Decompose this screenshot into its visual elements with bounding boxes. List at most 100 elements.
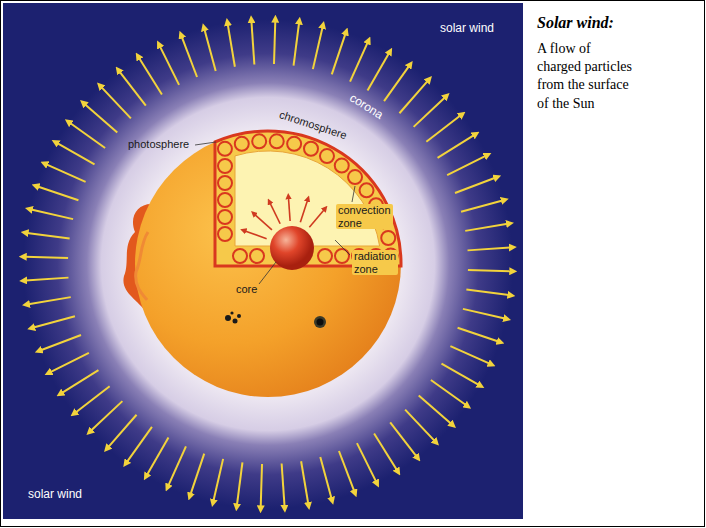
wind-arrow [25, 257, 68, 258]
convection-cell [218, 176, 232, 190]
radiation-arrow [309, 210, 324, 228]
region-label: solar wind [440, 22, 494, 36]
convection-cell [218, 159, 232, 173]
definition-heading: Solar wind: [537, 14, 614, 32]
radiation-arrow [245, 231, 267, 239]
wind-arrow [108, 415, 136, 447]
wind-arrow [26, 278, 69, 281]
wind-arrow [438, 135, 474, 158]
radiation-arrow [289, 198, 291, 221]
wind-arrow [182, 37, 197, 77]
convection-cell [335, 249, 349, 263]
wind-arrow [313, 27, 323, 69]
wind-arrow [390, 422, 416, 456]
wind-arrow [332, 34, 346, 75]
wind-arrow [455, 178, 495, 193]
wind-arrow [384, 66, 409, 101]
wind-arrow [70, 123, 105, 148]
wind-arrow [204, 29, 215, 71]
wind-arrow [350, 42, 368, 81]
wind-arrow [468, 247, 511, 250]
convection-cell [360, 183, 374, 197]
solar-wind-arrows [25, 21, 511, 507]
wind-arrow [38, 187, 79, 201]
convection-cell [235, 137, 249, 151]
wind-arrow [357, 443, 376, 482]
wind-arrow [101, 87, 130, 118]
radiation-arrow [255, 215, 272, 230]
wind-arrow [33, 316, 75, 327]
part-label: core [236, 283, 257, 296]
convection-cell [218, 193, 232, 207]
wind-arrow [228, 24, 235, 66]
convection-cell [348, 170, 362, 184]
wind-arrow [76, 386, 110, 412]
wind-arrow [28, 297, 70, 304]
convection-cell [270, 134, 284, 148]
convection-cell [381, 231, 395, 245]
sunspots [225, 311, 326, 328]
wind-arrow [405, 410, 434, 441]
wind-arrow [461, 200, 503, 211]
corona-glow [3, 3, 523, 519]
convection-cell [218, 210, 232, 224]
convection-cell [218, 142, 232, 156]
convection-cell [320, 149, 334, 163]
wind-arrow [419, 395, 451, 423]
wind-arrow [261, 464, 262, 507]
wind-arrow [414, 97, 445, 126]
wind-arrow [46, 164, 85, 182]
wind-arrow [320, 457, 331, 499]
convection-cell [250, 249, 264, 263]
sun-body [135, 131, 401, 397]
space-background [3, 3, 523, 519]
convection-cell [287, 137, 301, 151]
wind-arrow [374, 434, 397, 470]
wind-arrow [127, 427, 152, 462]
wind-arrow [441, 364, 478, 385]
radiation-zone [235, 151, 380, 246]
region-label: solar wind [28, 488, 82, 502]
wind-arrow [120, 72, 146, 106]
wind-arrow [50, 353, 89, 372]
leader-lines [195, 142, 355, 284]
wind-arrow [27, 233, 70, 238]
convection-cell [252, 134, 266, 148]
part-label: convection zone [336, 204, 393, 229]
convection-cell [335, 159, 349, 173]
wind-arrow [237, 462, 242, 505]
wind-arrow [463, 309, 505, 319]
radiation-arrow [300, 200, 307, 222]
prominence-detail [136, 232, 148, 300]
wind-arrow [274, 21, 275, 64]
wind-arrow [160, 46, 179, 85]
wind-arrow [41, 335, 81, 350]
convection-cell [318, 249, 332, 263]
wind-arrow [431, 380, 466, 405]
wind-arrow [339, 451, 354, 491]
convection-cell [218, 227, 232, 241]
wind-arrow [447, 156, 486, 175]
wind-arrow [57, 143, 94, 164]
wind-arrow [91, 401, 122, 430]
convection-cell [233, 249, 247, 263]
wind-arrow [466, 290, 509, 295]
wind-arrow [465, 224, 507, 231]
wind-arrow [426, 116, 460, 142]
wind-arrow [168, 446, 186, 485]
definition-text: A flow of charged particles from the sur… [537, 40, 637, 113]
wind-arrow [62, 370, 98, 393]
wind-arrow [450, 346, 489, 364]
wind-arrow [139, 58, 162, 94]
wind-arrow [458, 328, 499, 342]
wind-arrow [294, 23, 299, 66]
core-sphere [270, 226, 314, 270]
wind-arrow [301, 461, 308, 503]
radiation-arrow [270, 203, 280, 224]
part-label: radiation zone [352, 250, 398, 275]
wind-arrow [399, 81, 427, 113]
wind-arrow [31, 209, 73, 219]
wind-arrow [251, 22, 254, 65]
convection-cell [304, 142, 318, 156]
